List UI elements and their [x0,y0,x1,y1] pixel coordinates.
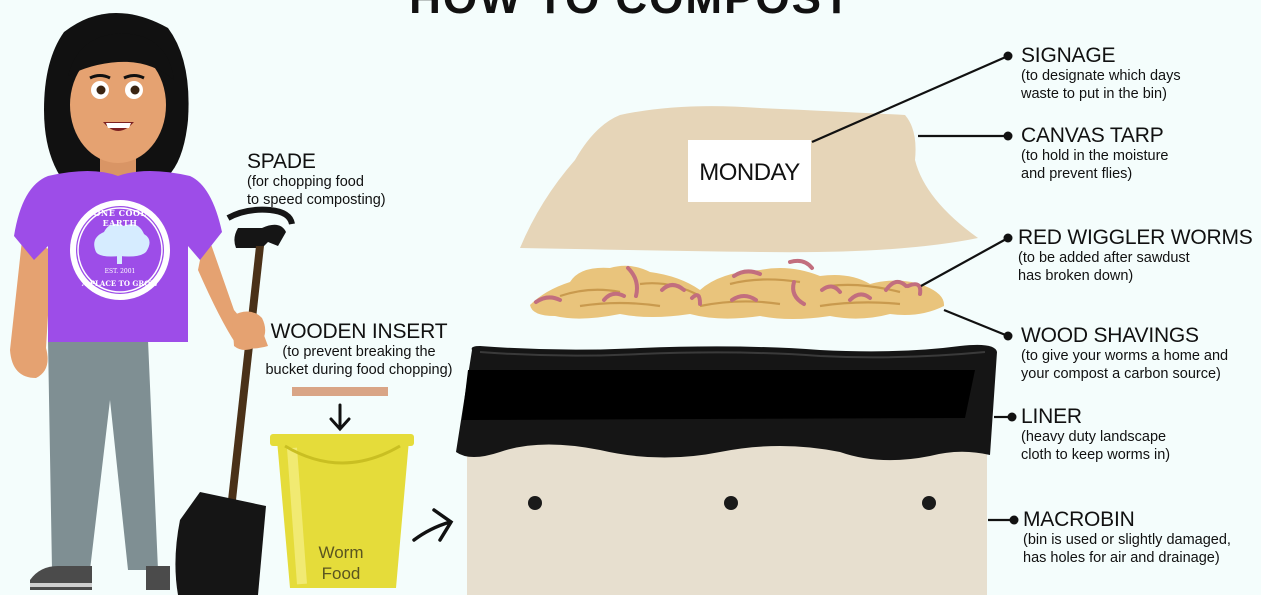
person-illustration [10,12,295,595]
bin-hole [724,496,738,510]
label-canvas-tarp-title: CANVAS TARP [1021,124,1164,147]
liner [456,344,997,461]
arrow-right-icon [412,508,454,542]
bin-hole [528,496,542,510]
label-spade-title: SPADE [247,150,316,173]
label-signage-title: SIGNAGE [1021,44,1116,67]
label-liner-title: LINER [1021,405,1082,428]
signage-leader [811,54,1009,144]
shirt-line-1: ONE COOL EARTH [93,208,147,228]
label-wood-shavings-title: WOOD SHAVINGS [1021,324,1199,347]
bucket [270,434,414,588]
shirt-line-3: A PLACE TO GROW [81,279,159,288]
label-worms-desc: (to be added after sawdust has broken do… [1018,250,1190,284]
label-wood-shavings: WOOD SHAVINGS (to give your worms a home… [1021,325,1228,383]
arrow-down-icon [329,403,351,432]
monday-sign-text: MONDAY [699,159,800,186]
shirt-logo-text: ONE COOL EARTH EST. 2001 A PLACE TO GROW [78,208,162,288]
label-liner: LINER (heavy duty landscape cloth to kee… [1021,406,1170,464]
label-wooden-insert: WOODEN INSERT (to prevent breaking the b… [252,321,466,379]
callout-lines [811,54,1012,522]
label-liner-desc: (heavy duty landscape cloth to keep worm… [1021,429,1171,463]
bucket-line-2: Food [321,564,361,583]
label-spade: SPADE (for chopping food to speed compos… [247,151,386,209]
label-macrobin: MACROBIN (bin is used or slightly damage… [1023,509,1231,567]
label-worms-title: RED WIGGLER WORMS [1018,226,1253,249]
wooden-insert [292,387,388,396]
label-wooden-insert-title: WOODEN INSERT [270,320,448,343]
bucket-line-1: Worm [318,543,364,562]
shirt-line-2: EST. 2001 [104,268,136,275]
label-red-wiggler-worms: RED WIGGLER WORMS (to be added after saw… [1018,227,1253,285]
label-wood-shavings-desc: (to give your worms a home and your comp… [1021,348,1229,382]
shavings-leader [943,308,1009,338]
label-signage: SIGNAGE (to designate which days waste t… [1021,45,1181,103]
label-wooden-insert-desc: (to prevent breaking the bucket during f… [265,344,453,378]
bin-hole [922,496,936,510]
label-macrobin-title: MACROBIN [1023,508,1135,531]
monday-sign [688,140,811,202]
page-title: HOW TO COMPOST [0,0,1261,24]
label-spade-desc: (for chopping food to speed composting) [247,174,386,208]
label-canvas-tarp: CANVAS TARP (to hold in the moisture and… [1021,125,1169,183]
label-canvas-tarp-desc: (to hold in the moisture and prevent fli… [1021,148,1169,182]
label-macrobin-desc: (bin is used or slightly damaged, has ho… [1023,532,1231,566]
callout-dots [1003,51,1019,525]
red-wiggler-worms [534,258,923,306]
label-signage-desc: (to designate which days waste to put in… [1021,68,1181,102]
worms-leader [920,237,1009,287]
bucket-label: Worm Food [298,542,384,584]
